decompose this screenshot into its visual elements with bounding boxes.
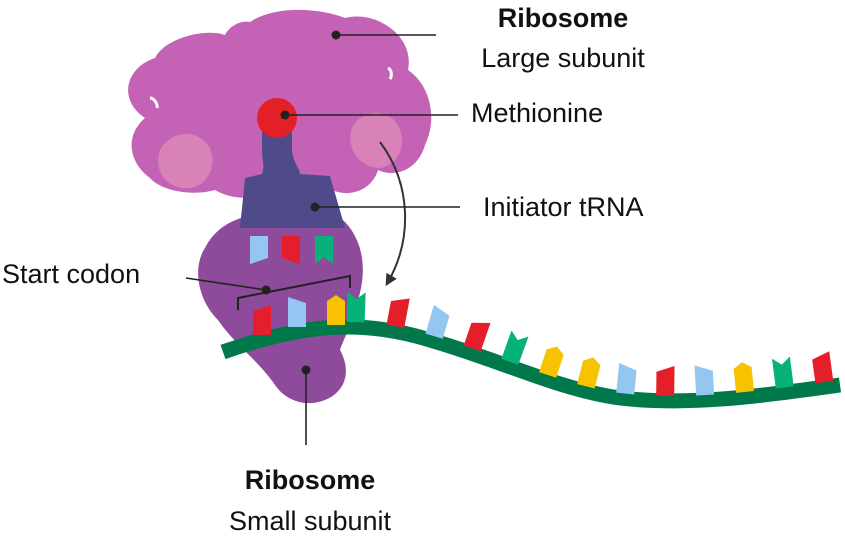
anticodon-base [282, 236, 300, 264]
start-codon-bracket [237, 274, 351, 310]
mrna-base [577, 357, 601, 389]
mrna-base [501, 330, 529, 365]
bases-group [250, 236, 834, 396]
mrna-base [539, 346, 564, 378]
anticodon-base [250, 236, 268, 264]
mrna-base [656, 365, 675, 396]
mrna-base [386, 298, 410, 328]
trna-body [240, 124, 345, 228]
mrna-base [733, 362, 754, 393]
mrna-base [425, 304, 450, 339]
leader-dot-initiator-trna [310, 202, 320, 212]
methionine-ball [257, 98, 297, 138]
large-subunit-subtitle: Large subunit [481, 43, 645, 73]
leader-dot-methionine [280, 110, 290, 120]
mrna-base [812, 351, 834, 384]
mrna-strand [220, 319, 842, 409]
initiator-trna [240, 124, 345, 228]
anticodon-base [315, 236, 333, 264]
start-codon-base [253, 305, 271, 335]
methionine-label: Methionine [471, 98, 604, 128]
start-codon-base [288, 297, 306, 327]
initiator-trna-label: Initiator tRNA [483, 192, 644, 222]
large-subunit-highlight [149, 96, 159, 109]
mrna-base [616, 362, 637, 395]
mrna-base [463, 322, 491, 352]
start-codon-label: Start codon [2, 259, 141, 289]
leader-dot-small-subunit [301, 365, 311, 375]
start-codon-base [327, 295, 345, 325]
mrna-base [694, 365, 715, 396]
leader-line-start-codon [185, 277, 267, 291]
small-subunit-subtitle: Small subunit [228, 506, 392, 536]
large-subunit-patch [158, 134, 213, 189]
leader-dot-large-subunit [331, 30, 341, 40]
mrna-base [772, 356, 794, 389]
leader-dot-start-codon [261, 285, 271, 295]
large-subunit-highlight [387, 66, 393, 80]
large-subunit-title: Ribosome [497, 3, 629, 33]
direction-arrow [379, 141, 407, 287]
small-subunit-title: Ribosome [244, 465, 376, 495]
mrna-base [346, 291, 366, 323]
